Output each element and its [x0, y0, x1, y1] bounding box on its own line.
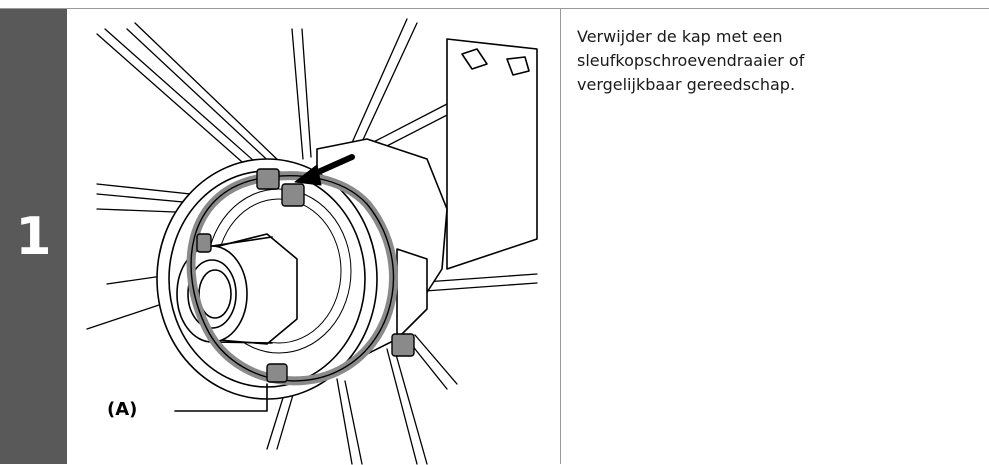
instruction-text: Verwijder de kap met een sleufkopschroev… [577, 27, 805, 94]
illustration-cell: (A) [67, 9, 561, 465]
hub-illustration [86, 18, 538, 465]
step-number-bar: 1 [0, 9, 67, 464]
removal-arrow [294, 154, 355, 186]
step-number: 1 [15, 207, 52, 267]
gray-cap [186, 168, 415, 386]
callout-leader [174, 383, 268, 412]
instruction-cell: Verwijder de kap met een sleufkopschroev… [561, 9, 989, 464]
step-table: 1 [0, 8, 989, 465]
callout-label: (A) [107, 399, 138, 420]
